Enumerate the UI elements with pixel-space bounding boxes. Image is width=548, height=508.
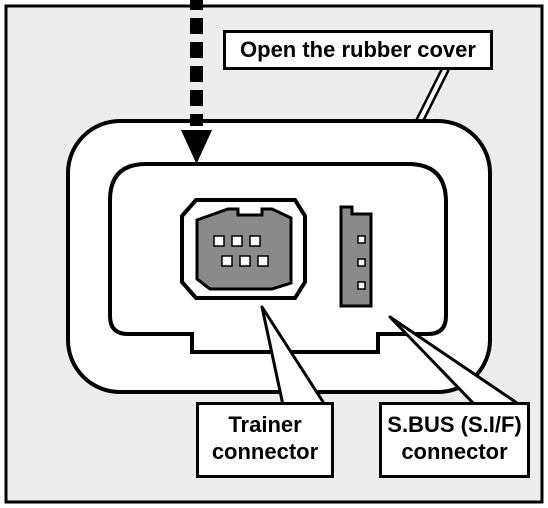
trainer-label-line2: connector [211, 439, 319, 464]
trainer-connector-icon [180, 198, 307, 300]
trainer-connector-label: Trainer connector [196, 402, 334, 478]
sbus-label-line1: S.BUS (S.I/F) [387, 412, 522, 437]
sbus-label-line2: connector [401, 439, 508, 464]
sbus-connector-label: S.BUS (S.I/F) connector [379, 402, 530, 478]
dashed-arrow-icon [181, 0, 212, 164]
trainer-label-line1: Trainer [228, 412, 302, 437]
sbus-connector-icon [339, 205, 373, 308]
instruction-label: Open the rubber cover [223, 30, 493, 70]
instruction-label-text: Open the rubber cover [240, 37, 476, 62]
